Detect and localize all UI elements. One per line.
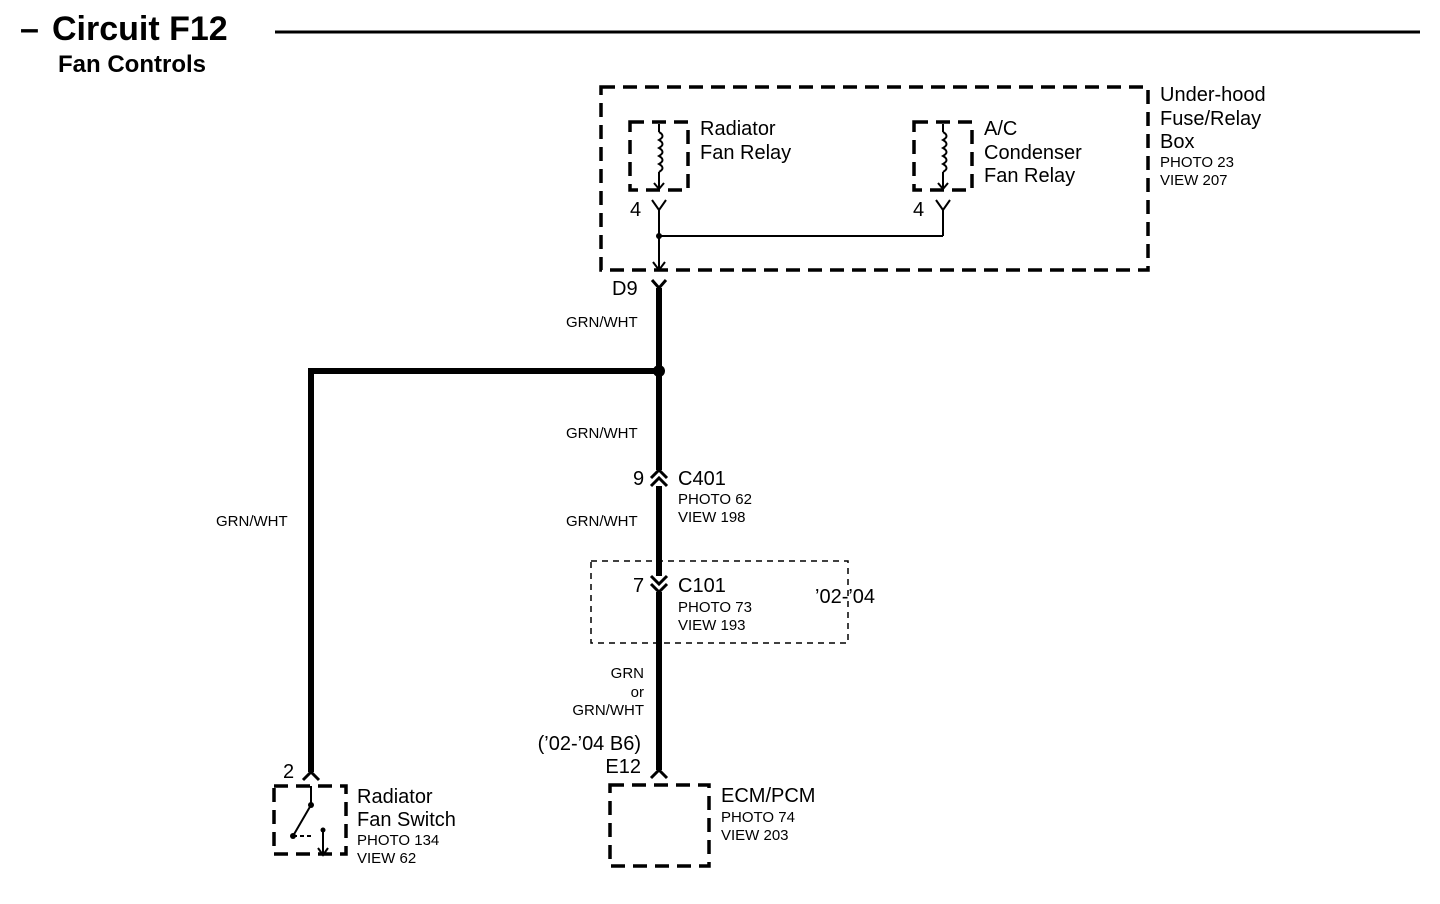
fuse-relay-box-outline (599, 85, 1150, 272)
d9-label: D9 (612, 278, 638, 300)
c101-connector-icon (649, 574, 669, 595)
ac-relay-pin: 4 (913, 199, 924, 221)
fan-switch-name-2: Fan Switch (357, 809, 456, 831)
c101-name: C101 (678, 575, 726, 597)
fuse-box-name-3: Box (1160, 131, 1194, 153)
wire-label-5a: GRN (611, 665, 644, 682)
title-dash: – (20, 10, 39, 48)
page-title: Circuit F12 (52, 10, 228, 48)
wire-label-4: GRN/WHT (566, 513, 638, 530)
ecm-view: VIEW 203 (721, 827, 789, 844)
fuse-box-photo: PHOTO 23 (1160, 154, 1234, 171)
c401-pin: 9 (633, 468, 644, 490)
ecm-pin: E12 (605, 756, 641, 778)
ecm-alt-pin: (’02-’04 B6) (538, 733, 641, 755)
ac-condenser-fan-relay (912, 120, 974, 192)
radiator-relay-pin: 4 (630, 199, 641, 221)
c101-years: ’02-’04 (815, 586, 875, 608)
ecm-terminal-icon (649, 767, 669, 780)
radiator-relay-label-2: Fan Relay (700, 142, 791, 164)
ecm-pcm-outline (608, 783, 711, 868)
c401-photo: PHOTO 62 (678, 491, 752, 508)
wire-branch-fan-switch (308, 368, 659, 772)
fan-switch-pin: 2 (283, 761, 294, 783)
wire-label-5c: GRN/WHT (572, 702, 644, 719)
ac-relay-label-3: Fan Relay (984, 165, 1075, 187)
fan-switch-photo: PHOTO 134 (357, 832, 439, 849)
ac-relay-label-1: A/C (984, 118, 1017, 140)
wire-label-3: GRN/WHT (216, 513, 288, 530)
c101-photo: PHOTO 73 (678, 599, 752, 616)
c101-year-region (590, 560, 849, 644)
d9-inner-terminal-icon (652, 261, 666, 272)
c101-view: VIEW 193 (678, 617, 746, 634)
c101-pin: 7 (633, 575, 644, 597)
page-subtitle: Fan Controls (58, 51, 206, 78)
ac-relay-label-2: Condenser (984, 142, 1082, 164)
wire-label-2: GRN/WHT (566, 425, 638, 442)
fuse-box-name-1: Under-hood (1160, 84, 1266, 106)
c401-view: VIEW 198 (678, 509, 746, 526)
internal-splice-dot (656, 233, 662, 239)
c401-name: C401 (678, 468, 726, 490)
ecm-photo: PHOTO 74 (721, 809, 795, 826)
fuse-box-view: VIEW 207 (1160, 172, 1228, 189)
radiator-fan-relay (628, 120, 690, 192)
d9-terminal-icon (650, 279, 668, 291)
wire-label-5b: or (631, 684, 644, 701)
fan-switch-terminal-icon (301, 769, 321, 782)
ac-relay-terminal-icon (935, 199, 951, 212)
fan-switch-view: VIEW 62 (357, 850, 416, 867)
fuse-box-name-2: Fuse/Relay (1160, 108, 1261, 130)
fan-switch-name-1: Radiator (357, 786, 433, 808)
ecm-name: ECM/PCM (721, 785, 815, 807)
radiator-relay-label-1: Radiator (700, 118, 776, 140)
c401-connector-icon (649, 467, 669, 488)
radiator-relay-terminal-icon (651, 199, 667, 212)
fan-switch-contact-icon (290, 786, 329, 857)
wire-label-1: GRN/WHT (566, 314, 638, 331)
